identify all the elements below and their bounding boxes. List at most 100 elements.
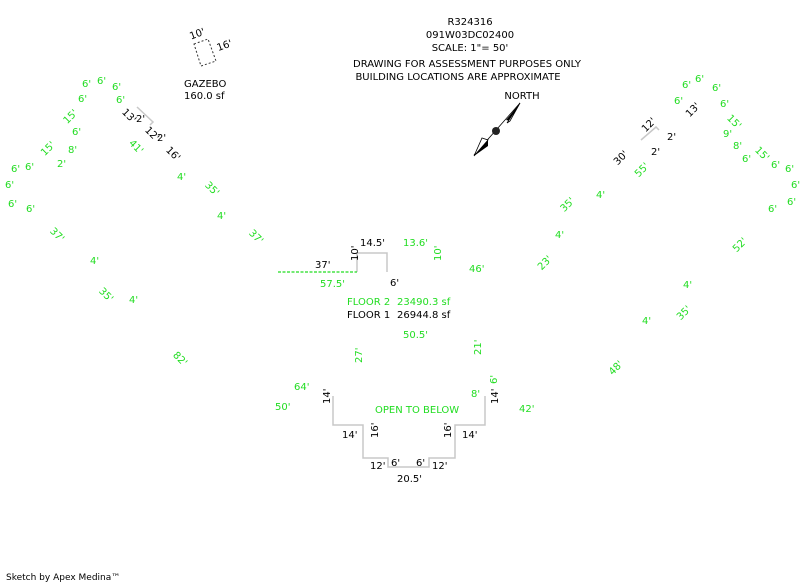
- dim-ct-6: 6': [390, 278, 399, 289]
- dim-rw-23: 35': [675, 304, 694, 323]
- dim-lw-24: 4': [129, 295, 138, 306]
- dim-b-8: 8': [471, 389, 480, 400]
- dim-rw-6: 6': [674, 96, 683, 107]
- floor1-area: 26944.8 sf: [397, 310, 451, 321]
- dim-lw-22: 4': [90, 256, 99, 267]
- dim-rw-f1-2: 12': [640, 116, 659, 135]
- dim-rw-1: 23': [536, 254, 555, 273]
- dim-b-6: 6': [489, 375, 500, 384]
- dim-lw-18: 35': [202, 180, 221, 199]
- dim-lw-f1-4: 2': [157, 133, 166, 144]
- dim-rw-2: 4': [555, 230, 564, 241]
- dim-lw-f1-5: 16': [163, 145, 182, 164]
- dim-ct-46: 46': [469, 264, 484, 275]
- dim-lw-19: 4': [217, 211, 226, 222]
- dim-lw-2: 6': [97, 76, 106, 87]
- dim-ct-57-5: 57.5': [320, 279, 345, 290]
- dim-ct-37: 37': [315, 260, 330, 271]
- disclaimer-line-2: BUILDING LOCATIONS ARE APPROXIMATE: [355, 72, 560, 83]
- gazebo-label: GAZEBO: [184, 79, 226, 90]
- gazebo-outline: [193, 38, 217, 67]
- dim-b-f1-6-right: 6': [416, 458, 425, 469]
- dim-b-50: 50': [275, 402, 290, 413]
- north-label: NORTH: [504, 91, 539, 102]
- dim-lw-20: 37': [246, 228, 265, 247]
- dim-lw-17: 4': [177, 172, 186, 183]
- dim-rw-10: 6': [720, 99, 729, 110]
- disclaimer-line-1: DRAWING FOR ASSESSMENT PURPOSES ONLY: [353, 59, 582, 70]
- dim-b-f1-20-5: 20.5': [397, 474, 422, 485]
- dim-rw-12: 9': [723, 129, 732, 140]
- dim-rw-8: 6': [695, 74, 704, 85]
- dim-lw-14: 6': [8, 199, 17, 210]
- dim-lw-6: 15': [62, 108, 81, 127]
- floor1-outline: [136, 106, 660, 468]
- scale-label: SCALE: 1"= 50': [432, 43, 509, 54]
- dim-lw-9: 2': [57, 159, 66, 170]
- dim-b-f1-6-left: 6': [391, 458, 400, 469]
- dim-lw-8: 8': [68, 145, 77, 156]
- dim-b-21: 21': [473, 340, 484, 355]
- dim-lw-11: 6': [25, 162, 34, 173]
- open-to-below-label: OPEN TO BELOW: [375, 405, 459, 416]
- map-id: 091W03DC02400: [426, 30, 514, 41]
- dim-lw-10: 15': [39, 140, 58, 159]
- dim-lw-4: 6': [116, 95, 125, 106]
- dim-rw-15: 15': [752, 145, 771, 164]
- dim-b-f1-14-right-v: 14': [490, 389, 501, 404]
- parcel-id: R324316: [447, 17, 492, 28]
- dim-rw-3: 35': [559, 196, 578, 215]
- dim-rw-24: 4': [642, 316, 651, 327]
- dim-rw-22: 4': [683, 280, 692, 291]
- dim-b-50-5: 50.5': [403, 330, 428, 341]
- dim-lw-23: 35': [96, 286, 115, 305]
- dim-b-f1-14-right-h: 14': [462, 430, 477, 441]
- dim-b-42: 42': [519, 404, 534, 415]
- floor2-label: FLOOR 2: [347, 297, 390, 308]
- dim-rw-7: 6': [682, 80, 691, 91]
- dim-lw-25: 82': [170, 350, 189, 369]
- dim-rw-16: 6': [771, 160, 780, 171]
- gazebo-dim-width: 10': [188, 27, 206, 43]
- dim-rw-25: 48': [607, 359, 626, 378]
- dim-ct-10-left: 10': [350, 246, 361, 261]
- dim-rw-13: 8': [733, 141, 742, 152]
- gazebo-area: 160.0 sf: [184, 91, 225, 102]
- dim-b-f1-14-left-h: 14': [342, 430, 357, 441]
- gazebo-dim-length: 16': [216, 38, 234, 54]
- dim-rw-5: 55': [633, 161, 652, 180]
- floor1-label: FLOOR 1: [347, 310, 390, 321]
- sketch-credit: Sketch by Apex Medina™: [6, 573, 121, 583]
- dim-b-f1-12-left: 12': [370, 461, 385, 472]
- dim-b-f1-16-left: 16': [370, 423, 381, 438]
- dim-rw-f1-5: 30': [612, 149, 631, 168]
- dim-rw-20: 6': [768, 204, 777, 215]
- dim-rw-18: 6': [791, 180, 800, 191]
- dim-rw-4: 4': [596, 190, 605, 201]
- dim-rw-9: 6': [712, 83, 721, 94]
- dim-lw-12: 6': [11, 164, 20, 175]
- dim-lw-7: 6': [72, 127, 81, 138]
- floor2-area: 23490.3 sf: [397, 297, 451, 308]
- dim-rw-f1-4: 2': [651, 147, 660, 158]
- dim-b-f1-12-right: 12': [432, 461, 447, 472]
- dim-rw-21: 52': [731, 236, 750, 255]
- dim-rw-f1-1: 13': [684, 101, 703, 120]
- dim-rw-14: 6': [742, 154, 751, 165]
- dim-ct-10-right: 10': [433, 246, 444, 261]
- dim-rw-f1-3: 2': [667, 132, 676, 143]
- dim-ct-14-5: 14.5': [360, 238, 385, 249]
- dim-ct-13-6: 13.6': [403, 238, 428, 249]
- dim-lw-16: 41': [126, 138, 145, 157]
- dim-lw-13: 6': [5, 180, 14, 191]
- dim-rw-19: 6': [787, 197, 796, 208]
- north-arrow-icon: [473, 102, 521, 157]
- dim-lw-5: 6': [78, 94, 87, 105]
- dim-lw-f1-2: 2': [136, 114, 145, 125]
- dim-lw-15: 6': [26, 204, 35, 215]
- dim-lw-1: 6': [82, 79, 91, 90]
- dim-lw-3: 6': [112, 82, 121, 93]
- dim-b-27: 27': [354, 348, 365, 363]
- dim-b-f1-16-right: 16': [443, 423, 454, 438]
